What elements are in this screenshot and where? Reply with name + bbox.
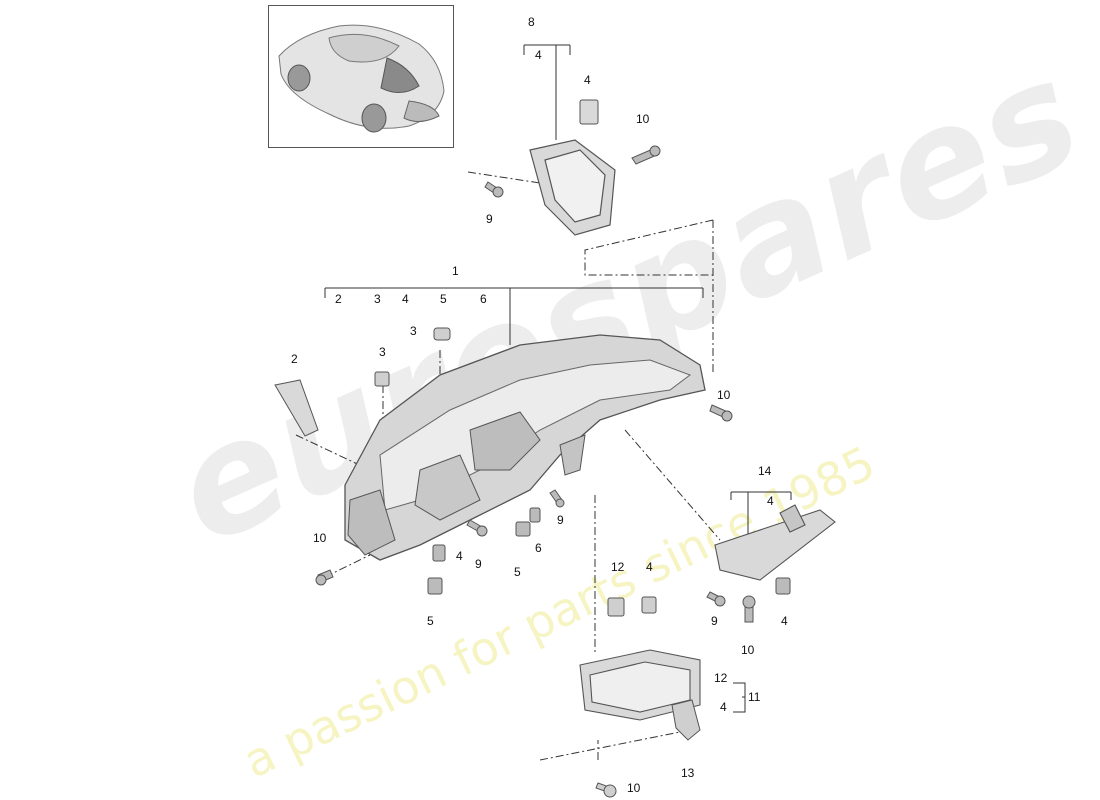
callout-11: 11 <box>748 690 761 704</box>
callout-1-sub-2: 2 <box>335 292 342 306</box>
dash-column-bracket <box>584 219 714 375</box>
callout-1-sub-5: 5 <box>440 292 447 306</box>
bolt-10-right <box>709 404 733 422</box>
callout-5-mid: 5 <box>514 565 521 579</box>
leader-11 <box>733 682 746 713</box>
clip-4-crossbar <box>775 577 791 595</box>
clip-4-console <box>641 596 657 614</box>
callout-5-low: 5 <box>427 614 434 628</box>
bolt-9-top <box>484 181 504 198</box>
callout-1: 1 <box>452 264 459 278</box>
callout-6: 6 <box>535 541 542 555</box>
callout-11-sub-4: 4 <box>720 700 727 714</box>
dashboard-carrier <box>344 334 706 561</box>
clip-5-mid <box>515 521 531 537</box>
callout-8: 8 <box>528 15 535 29</box>
callout-9-mid: 9 <box>475 557 482 571</box>
callout-9-right: 9 <box>557 513 564 527</box>
callout-13: 13 <box>681 766 695 780</box>
dash-bolt-10-bottom <box>539 729 691 761</box>
bracket-13 <box>671 699 701 741</box>
callout-2: 2 <box>291 352 298 366</box>
clip-5-low <box>427 577 443 595</box>
dash-bolt-9 <box>467 171 541 184</box>
bolt-10-left <box>315 569 334 586</box>
clip-12 <box>607 597 625 617</box>
leader-8 <box>523 44 571 140</box>
callout-1-sub-4: 4 <box>402 292 409 306</box>
callout-8-sub-4: 4 <box>535 48 542 62</box>
dash-crossbar <box>624 429 721 541</box>
callout-10-right: 10 <box>717 388 731 402</box>
crossbar-bracket <box>714 504 836 581</box>
vehicle-thumbnail <box>268 5 454 148</box>
bolt-9-right <box>549 489 565 508</box>
leader-1 <box>324 287 704 345</box>
trim-strip-2 <box>274 379 319 437</box>
callout-12-console: 12 <box>714 671 728 685</box>
callout-1-sub-3: 3 <box>374 292 381 306</box>
callout-14-sub-4: 4 <box>767 494 774 508</box>
callout-3-mid: 3 <box>410 324 417 338</box>
callout-1-sub-6: 6 <box>480 292 487 306</box>
callout-4-console: 4 <box>646 560 653 574</box>
bolt-10-bottom <box>595 782 617 798</box>
car-illustration <box>278 24 445 133</box>
callout-10-crossbar: 10 <box>741 643 755 657</box>
clip-3-mid <box>433 327 451 341</box>
clip-4-top <box>579 99 599 125</box>
callout-4-dash: 4 <box>456 549 463 563</box>
callout-10-left: 10 <box>313 531 327 545</box>
callout-10-bottom: 10 <box>627 781 641 795</box>
callout-14: 14 <box>758 464 772 478</box>
bolt-9-crossbar <box>706 591 726 607</box>
callout-10-top: 10 <box>636 112 650 126</box>
callout-3-left: 3 <box>379 345 386 359</box>
clip-4-dash <box>432 544 446 562</box>
callout-9-top: 9 <box>486 212 493 226</box>
steering-column-bracket <box>529 139 616 236</box>
callout-4-crossbar: 4 <box>781 614 788 628</box>
clip-6 <box>529 507 541 523</box>
bolt-9-mid <box>466 519 488 537</box>
bolt-10-crossbar <box>742 595 756 623</box>
clip-3-left <box>374 371 390 387</box>
callout-12-top: 12 <box>611 560 625 574</box>
callout-4-top: 4 <box>584 73 591 87</box>
leader-14 <box>730 491 792 560</box>
bolt-10-top <box>631 145 661 165</box>
callout-9-crossbar: 9 <box>711 614 718 628</box>
